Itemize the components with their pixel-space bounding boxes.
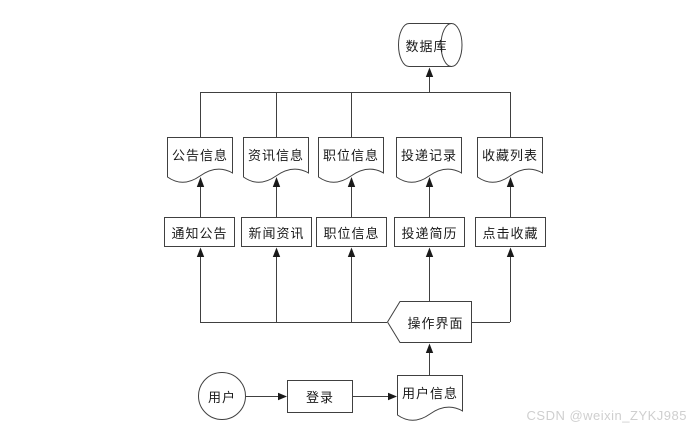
module-label: 通知公告 (171, 225, 228, 241)
doc-label: 投递记录 (400, 148, 457, 163)
module-news: 新闻资讯 (241, 217, 312, 247)
module-label: 新闻资讯 (248, 225, 305, 241)
module-label: 职位信息 (323, 225, 380, 241)
doc-label: 收藏列表 (481, 148, 538, 163)
doc-position-info: 职位信息 (318, 137, 384, 185)
user-label: 用户 (207, 389, 236, 405)
user-node: 用户 (198, 372, 246, 420)
login-to-userinfo (353, 392, 397, 401)
module-to-doc-arrows (196, 177, 515, 217)
csdn-watermark: CSDN @weixin_ZYKJ985 (526, 408, 687, 423)
module-label: 投递简历 (401, 225, 458, 241)
module-position-info: 职位信息 (316, 217, 387, 247)
module-label: 点击收藏 (482, 225, 539, 241)
interface-to-module5 (472, 247, 515, 323)
interface-to-module4 (425, 247, 434, 301)
doc-announcement-info: 公告信息 (167, 137, 233, 185)
module-submit-resume: 投递简历 (394, 217, 465, 247)
database-node: 数据库 (398, 23, 463, 67)
userinfo-to-interface (425, 343, 434, 375)
document-shape (396, 137, 462, 183)
document-shape (167, 137, 233, 183)
document-shape (397, 375, 463, 421)
document-shape (243, 137, 309, 183)
doc-label: 资讯信息 (247, 148, 304, 163)
bus-top (200, 67, 511, 137)
doc-news-info: 资讯信息 (243, 137, 309, 185)
login-label: 登录 (305, 390, 334, 405)
login-node: 登录 (287, 380, 353, 413)
module-click-favorite: 点击收藏 (475, 217, 546, 247)
bus-bottom (196, 247, 387, 323)
user-info-node: 用户信息 (397, 375, 463, 423)
user-to-login (246, 392, 287, 401)
operation-interface-label: 操作界面 (407, 315, 464, 331)
database-label: 数据库 (405, 38, 448, 54)
doc-favorites-list: 收藏列表 (477, 137, 543, 185)
display-shape (387, 301, 472, 343)
doc-label: 职位信息 (322, 148, 379, 163)
arrow-up-database (425, 67, 434, 77)
document-shape (318, 137, 384, 183)
module-notice-announcement: 通知公告 (164, 217, 235, 247)
doc-label: 公告信息 (171, 148, 228, 163)
user-info-label: 用户信息 (401, 386, 458, 401)
operation-interface-node: 操作界面 (387, 301, 472, 343)
document-shape (477, 137, 543, 183)
doc-delivery-record: 投递记录 (396, 137, 462, 185)
database-cylinder-shape (398, 23, 463, 67)
